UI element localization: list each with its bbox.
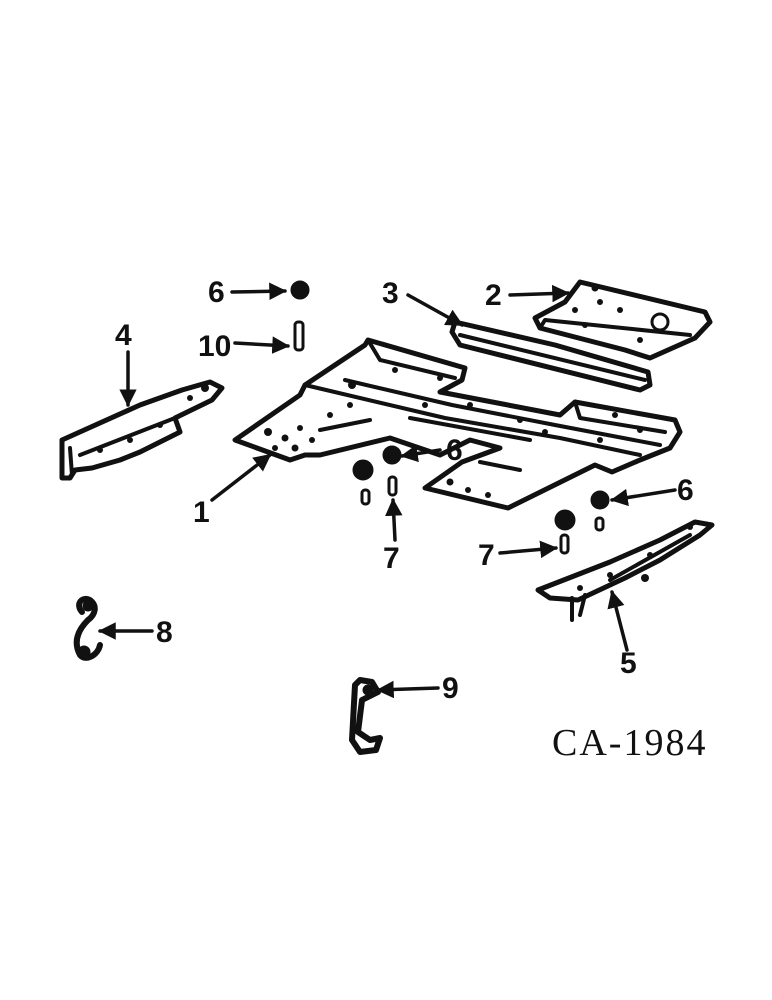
floor-plate-part-1 [232, 337, 683, 511]
leader-lines [98, 282, 677, 699]
washer-parts-6 [290, 280, 610, 531]
callout-6-right: 6 [677, 474, 694, 507]
callout-4: 4 [115, 319, 132, 352]
rear-plate-part-2 [532, 279, 713, 361]
callout-1: 1 [193, 496, 210, 529]
callout-8: 8 [156, 616, 173, 649]
clip-part-8 [73, 596, 103, 661]
clip-part-9 [349, 677, 383, 755]
callout-2: 2 [485, 279, 502, 312]
callout-6-top: 6 [208, 276, 225, 309]
strip-part-3 [449, 319, 653, 393]
callout-7-right: 7 [478, 539, 495, 572]
figure-code: CA-1984 [552, 722, 707, 764]
callout-5: 5 [620, 647, 637, 680]
right-bracket-part-5 [535, 519, 715, 622]
callout-7-left: 7 [383, 542, 400, 575]
callout-6-middle: 6 [446, 434, 463, 467]
left-bracket-part-4 [59, 379, 225, 481]
callout-3: 3 [382, 277, 399, 310]
callout-9: 9 [442, 672, 459, 705]
callout-10: 10 [198, 330, 231, 363]
pin-parts [293, 320, 605, 555]
callout-labels: 6 10 4 3 2 1 6 6 7 7 5 8 9 [115, 276, 694, 705]
